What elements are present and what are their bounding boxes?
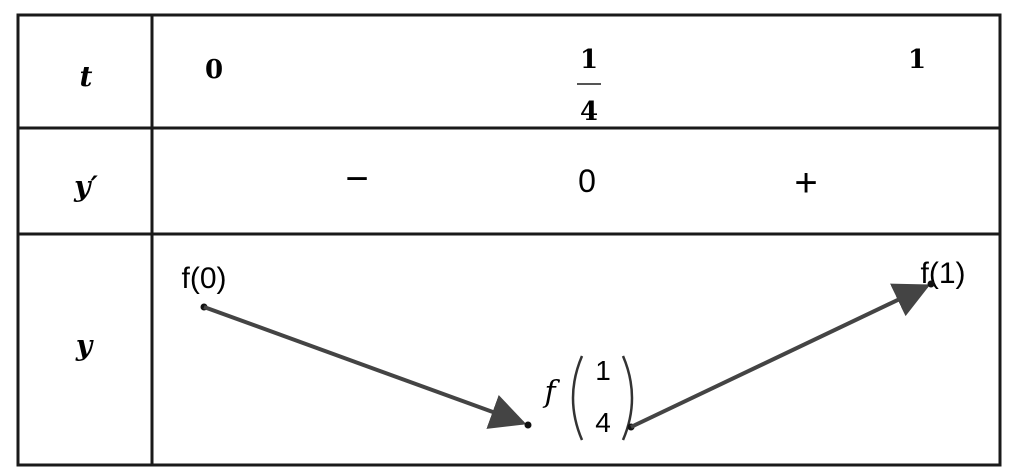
t-value-mid-denominator: 4 [580, 97, 598, 127]
y-value-min-function: f [542, 375, 560, 410]
y-value-left: f(0) [182, 262, 227, 295]
t-value-mid-numerator: 1 [580, 45, 598, 75]
row-label-t: t [80, 60, 93, 93]
row-label-y-prime: y′ [73, 170, 98, 203]
table-border [16, 13, 1002, 467]
t-value-end: 1 [908, 45, 926, 75]
table-grid [16, 13, 1002, 467]
y-value-right: f(1) [921, 257, 966, 290]
derivative-zero: 0 [578, 163, 596, 199]
left-parenthesis [571, 355, 584, 441]
derivative-sign-negative: − [345, 157, 368, 201]
y-value-min-numerator: 1 [595, 355, 611, 386]
point-f-quarter-left [524, 421, 532, 429]
arrow-decreasing [203, 305, 527, 429]
y-value-min-denominator: 4 [595, 407, 611, 438]
row-label-y: y [75, 329, 94, 362]
right-parenthesis [621, 355, 634, 441]
point-f1 [927, 280, 935, 288]
derivative-sign-positive: + [794, 161, 817, 205]
t-value-start: 0 [205, 55, 223, 85]
variation-arrows [200, 280, 935, 431]
y-value-minimum: f 1 4 [542, 355, 634, 441]
arrow-increasing [630, 283, 931, 429]
